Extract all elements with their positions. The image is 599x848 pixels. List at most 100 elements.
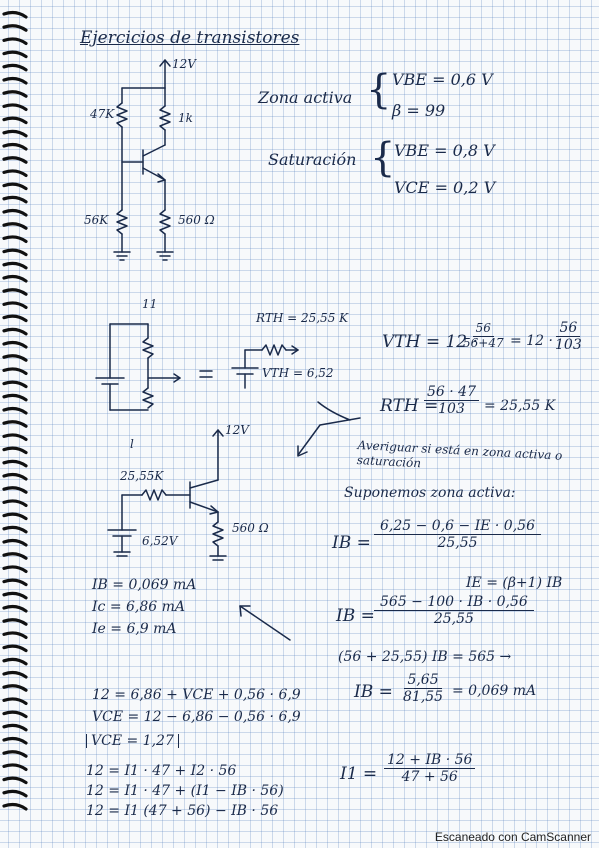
active-zone-label: Zona activa [258, 88, 353, 107]
spiral-ring [2, 103, 28, 111]
vb-label: 6,52V [142, 534, 178, 548]
spiral-ring [2, 182, 28, 191]
rth-eq-lhs: RTH = [380, 396, 439, 416]
re-label-2: 560 Ω [232, 521, 269, 535]
spiral-ring [2, 736, 28, 745]
thevenin-equivalent [231, 344, 299, 389]
ib3-eq-lhs: IB = [354, 682, 393, 702]
circuit2-top-mark: l [130, 437, 134, 451]
vth-fraction-1: 56 56+47 [460, 321, 507, 351]
spiral-ring [2, 565, 28, 573]
kvl-line-3: VCE = 1,27 [86, 734, 179, 748]
spiral-ring [2, 710, 28, 719]
ib-frac-den: 25,55 [437, 535, 478, 552]
ib2-frac-den: 25,55 [433, 611, 474, 628]
spiral-ring [2, 142, 28, 151]
spiral-ring [2, 301, 28, 309]
ib-fraction: 6,25 − 0,6 − IE · 0,56 25,55 [374, 518, 541, 551]
ib2-eq-lhs: IB = [336, 606, 375, 626]
resistor-1k [159, 105, 171, 131]
spiral-ring [2, 578, 28, 587]
spiral-ring [2, 552, 28, 560]
eq3: (56 + 25,55) IB = 565 → [338, 649, 512, 665]
resistor-56k [116, 209, 128, 235]
resistor-47k-label: 47K [90, 107, 115, 121]
ib2-frac-num: 565 − 100 · IB · 0,56 [374, 594, 534, 612]
spiral-ring [2, 618, 28, 626]
vth-eq-mid: = 12 · [510, 333, 553, 349]
spiral-ring [2, 222, 28, 230]
assume-active: Suponemos zona activa: [344, 485, 516, 501]
saturation-label: Saturación [268, 150, 357, 169]
circuit-2 [107, 429, 227, 561]
spiral-ring [2, 156, 28, 164]
resistor-47k [116, 102, 128, 128]
vth-fraction-2: 56 103 [552, 320, 585, 353]
spiral-ring [2, 538, 28, 547]
resistor-56k-label: 56K [84, 213, 109, 227]
result-ie: Ie = 6,9 mA [92, 621, 177, 637]
thevenin-top-mark: 11 [142, 297, 158, 311]
spiral-ring [2, 235, 28, 243]
spiral-ring [2, 261, 28, 270]
scanner-watermark: Escaneado con CamScanner [434, 830, 591, 844]
vth-frac2-den: 103 [555, 337, 582, 354]
spiral-ring [2, 10, 28, 19]
vth-frac2-num: 56 [556, 320, 581, 338]
spiral-ring [2, 380, 28, 389]
ib2-fraction: 565 − 100 · IB · 0,56 25,55 [374, 594, 534, 627]
spiral-ring [2, 76, 28, 85]
spiral-ring [2, 406, 28, 415]
rth-eq-rhs: = 25,55 K [484, 398, 556, 414]
spiral-ring [2, 472, 28, 481]
rth-frac-num: 56 · 47 [424, 384, 479, 402]
spiral-ring [2, 486, 28, 494]
spiral-ring [2, 288, 28, 296]
spiral-binding [2, 10, 28, 811]
rth-fraction: 56 · 47 103 [424, 384, 479, 417]
rb-label: 25,55K [120, 469, 164, 483]
saturation-brace: { [370, 135, 396, 181]
i1-eq-lhs: I1 = [340, 764, 378, 784]
spiral-ring [2, 314, 28, 323]
sat-vce: VCE = 0,2 V [394, 178, 496, 197]
vcc-label-2: 12V [225, 423, 249, 437]
spiral-ring [2, 750, 28, 758]
ib3-frac-num: 5,65 [404, 672, 442, 690]
spiral-ring [2, 248, 28, 257]
spiral-ring [2, 670, 28, 679]
ib3-eq-rhs: = 0,069 mA [452, 683, 537, 699]
result-ic: Ic = 6,86 mA [92, 599, 186, 615]
spiral-ring [2, 604, 28, 613]
ib3-fraction: 5,65 81,55 [400, 672, 446, 705]
circuit-1 [113, 59, 174, 261]
active-beta: β = 99 [392, 101, 446, 120]
i1-frac-den: 47 + 56 [401, 769, 458, 786]
spiral-ring [2, 63, 28, 72]
kvl-line-2: VCE = 12 − 6,86 − 0,56 · 6,9 [92, 709, 301, 725]
vth-label: VTH = 6,52 [262, 366, 334, 380]
kvl-line-5: 12 = I1 · 47 + (I1 − IB · 56) [86, 783, 284, 799]
spiral-ring [2, 50, 28, 59]
spiral-ring [2, 367, 28, 375]
vth-eq-lhs: VTH = 12 · [382, 332, 478, 352]
spiral-ring [2, 169, 28, 177]
rth-frac-den: 103 [438, 401, 465, 418]
result-ib: IB = 0,069 mA [92, 577, 197, 593]
spiral-ring [2, 420, 28, 428]
spiral-ring [2, 90, 28, 98]
resistor-1k-label: 1k [178, 111, 193, 125]
spiral-ring [2, 393, 28, 402]
i1-fraction: 12 + IB · 56 47 + 56 [384, 752, 476, 786]
kvl-line-4: 12 = I1 · 47 + I2 · 56 [86, 763, 237, 779]
spiral-ring [2, 776, 28, 785]
spiral-ring [2, 763, 28, 771]
spiral-ring [2, 37, 28, 45]
spiral-ring [2, 684, 28, 692]
spiral-ring [2, 327, 28, 336]
spiral-ring [2, 631, 28, 639]
vth-frac1-den: 56+47 [463, 335, 504, 350]
spiral-ring [2, 789, 28, 798]
resistor-560 [159, 209, 171, 235]
